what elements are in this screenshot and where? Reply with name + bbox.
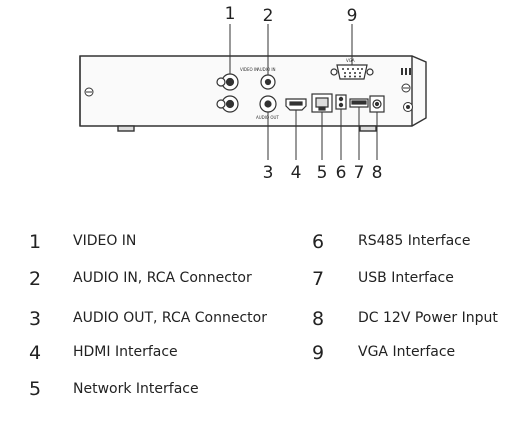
legend-label: AUDIO IN, RCA Connector xyxy=(73,270,252,286)
vga-panel-label: VGA xyxy=(346,58,355,63)
legend-number: 2 xyxy=(28,268,42,290)
hdmi-connector xyxy=(285,98,307,111)
callout-4: 4 xyxy=(291,163,302,183)
rear-panel-diagram: VIDEO IN AUDIO IN AUDIO OUT VGA xyxy=(79,4,427,183)
dc-power-connector xyxy=(369,95,385,113)
legend-number: 1 xyxy=(28,231,42,253)
legend-number: 6 xyxy=(311,231,325,253)
callout-2: 2 xyxy=(263,6,274,26)
legend-number: 4 xyxy=(28,342,42,364)
screw-right xyxy=(401,83,411,93)
leader-lines xyxy=(229,24,378,160)
callout-5: 5 xyxy=(317,163,328,183)
video-in-panel-label: VIDEO IN xyxy=(240,67,258,72)
ground-screw xyxy=(403,102,413,112)
legend-number: 3 xyxy=(28,308,42,330)
legend-label: AUDIO OUT, RCA Connector xyxy=(73,310,267,326)
legend-label: HDMI Interface xyxy=(73,344,178,360)
vent-slots xyxy=(401,68,411,75)
callout-1: 1 xyxy=(225,4,236,24)
audio-in-connector xyxy=(260,74,276,90)
rs485-connector xyxy=(335,94,347,110)
legend-label: RS485 Interface xyxy=(358,233,471,249)
screw-left xyxy=(84,87,94,97)
video-in-connectors xyxy=(216,73,239,113)
legend-label: DC 12V Power Input xyxy=(358,310,498,326)
legend-number: 5 xyxy=(28,378,42,400)
legend-number: 9 xyxy=(311,342,325,364)
legend-number: 8 xyxy=(311,308,325,330)
legend-label: VGA Interface xyxy=(358,344,456,360)
legend-label: VIDEO IN xyxy=(73,233,137,249)
callout-3: 3 xyxy=(263,163,274,183)
callout-6: 6 xyxy=(336,163,347,183)
legend-label: Network Interface xyxy=(73,381,199,397)
audio-in-panel-label: AUDIO IN xyxy=(257,67,276,72)
usb-connector xyxy=(349,98,369,108)
network-connector xyxy=(311,93,333,113)
callout-7: 7 xyxy=(354,163,365,183)
callout-9: 9 xyxy=(347,6,358,26)
audio-out-connector xyxy=(259,95,277,113)
legend-number: 7 xyxy=(311,268,325,290)
legend-label: USB Interface xyxy=(358,270,454,286)
vga-connector xyxy=(330,64,374,80)
callout-8: 8 xyxy=(372,163,383,183)
